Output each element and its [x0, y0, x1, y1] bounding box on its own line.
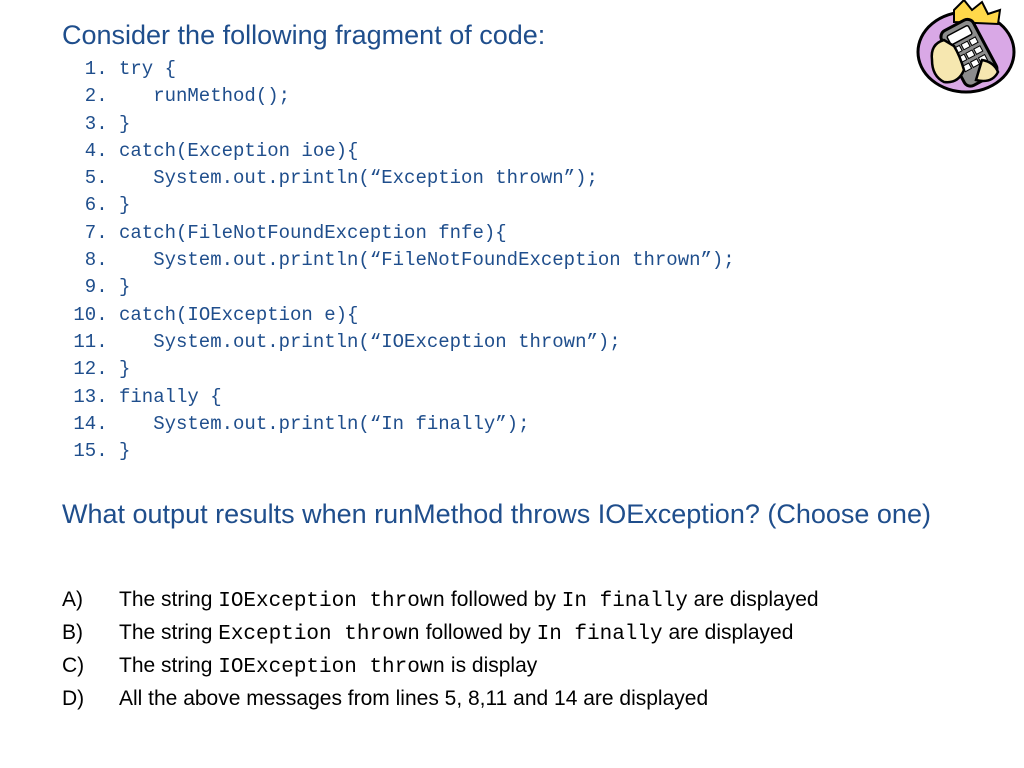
answer-option: B) The string Exception thrown followed b…	[62, 621, 962, 647]
code-line: 7.catch(FileNotFoundException fnfe){	[62, 220, 735, 247]
code-line-number: 15	[73, 440, 97, 463]
answer-option: A) The string IOException thrown followed…	[62, 588, 962, 614]
code-line: 11.System.out.println(“IOException throw…	[62, 329, 735, 356]
option-code-fragment: IOException thrown	[218, 590, 446, 613]
code-line-number: 3	[84, 112, 97, 135]
code-line-text: catch(Exception ioe){	[119, 139, 359, 162]
code-line: 9.}	[62, 274, 735, 301]
slide-title: Consider the following fragment of code:	[62, 20, 546, 50]
code-line-number: 5	[84, 167, 97, 190]
code-line-number: 2	[84, 85, 97, 108]
code-line-text: }	[119, 358, 131, 381]
code-line-text: catch(FileNotFoundException fnfe){	[119, 221, 507, 244]
answer-options: A) The string IOException thrown followed…	[62, 588, 962, 718]
code-line: 5.System.out.println(“Exception thrown”)…	[62, 165, 735, 192]
option-letter: C)	[62, 654, 85, 677]
option-text-fragment: followed by	[445, 588, 562, 611]
hand-holding-remote-control-icon	[916, 0, 1016, 94]
code-line-text: System.out.println(“IOException thrown”)…	[153, 330, 621, 353]
option-text: The string Exception thrown followed by …	[119, 621, 962, 647]
code-line-number: 11	[73, 330, 97, 353]
option-text-fragment: The string	[119, 654, 219, 677]
option-text-fragment: The string	[119, 621, 219, 644]
code-line-number: 1	[84, 58, 97, 80]
option-text-fragment: The string	[119, 588, 219, 611]
option-code-fragment: Exception thrown	[218, 623, 420, 646]
option-text: All the above messages from lines 5, 8,1…	[119, 687, 962, 711]
code-line-text: }	[119, 440, 131, 463]
answer-option: C) The string IOException thrown is displ…	[62, 654, 962, 680]
option-text: The string IOException thrown is display	[119, 654, 962, 680]
code-line-number: 12	[73, 358, 97, 381]
answer-option: D) All the above messages from lines 5, 8…	[62, 687, 962, 711]
code-line: 3.}	[62, 111, 735, 138]
code-line-text: }	[119, 276, 131, 299]
option-letter: A)	[62, 588, 83, 611]
code-line: 1.try {	[62, 56, 735, 83]
code-line: 14.System.out.println(“In finally”);	[62, 411, 735, 438]
option-code-fragment: In finally	[536, 623, 663, 646]
option-letter: B)	[62, 621, 83, 644]
code-line-number: 13	[73, 385, 97, 408]
code-line-text: runMethod();	[153, 85, 291, 108]
option-text-fragment: are displayed	[687, 588, 819, 611]
code-line-number: 7	[84, 221, 97, 244]
option-text-fragment: followed by	[419, 621, 537, 644]
question-text: What output results when runMethod throw…	[62, 499, 931, 529]
option-text-fragment: are displayed	[662, 621, 794, 644]
code-line: 13.finally {	[62, 384, 735, 411]
code-line-text: finally {	[119, 385, 222, 408]
code-line-text: }	[119, 194, 131, 217]
code-line-text: catch(IOException e){	[119, 303, 359, 326]
code-line: 15.}	[62, 438, 735, 465]
code-line-text: System.out.println(“In finally”);	[153, 412, 530, 435]
code-listing: 1.try {2.runMethod();3.}4.catch(Exceptio…	[62, 56, 735, 465]
code-line-number: 4	[84, 139, 97, 162]
code-line: 2.runMethod();	[62, 83, 735, 110]
option-text-fragment: All the above messages from lines 5, 8,1…	[119, 687, 709, 710]
code-line: 10.catch(IOException e){	[62, 302, 735, 329]
code-line-text: System.out.println(“Exception thrown”);	[153, 167, 598, 190]
option-text: The string IOException thrown followed b…	[119, 588, 962, 614]
code-line-number: 9	[84, 276, 97, 299]
option-code-fragment: IOException thrown	[218, 656, 446, 679]
code-line-number: 8	[84, 249, 97, 272]
code-line-number: 10	[73, 303, 97, 326]
code-line-text: System.out.println(“FileNotFoundExceptio…	[153, 249, 735, 272]
code-line: 8.System.out.println(“FileNotFoundExcept…	[62, 247, 735, 274]
code-line: 12.}	[62, 356, 735, 383]
code-line-text: }	[119, 112, 131, 135]
code-line: 6.}	[62, 192, 735, 219]
option-text-fragment: is display	[445, 654, 538, 677]
code-line: 4.catch(Exception ioe){	[62, 138, 735, 165]
option-code-fragment: In finally	[561, 590, 688, 613]
code-line-number: 6	[84, 194, 97, 217]
code-line-number: 14	[73, 412, 97, 435]
option-letter: D)	[62, 687, 85, 710]
code-line-text: try {	[119, 58, 177, 80]
